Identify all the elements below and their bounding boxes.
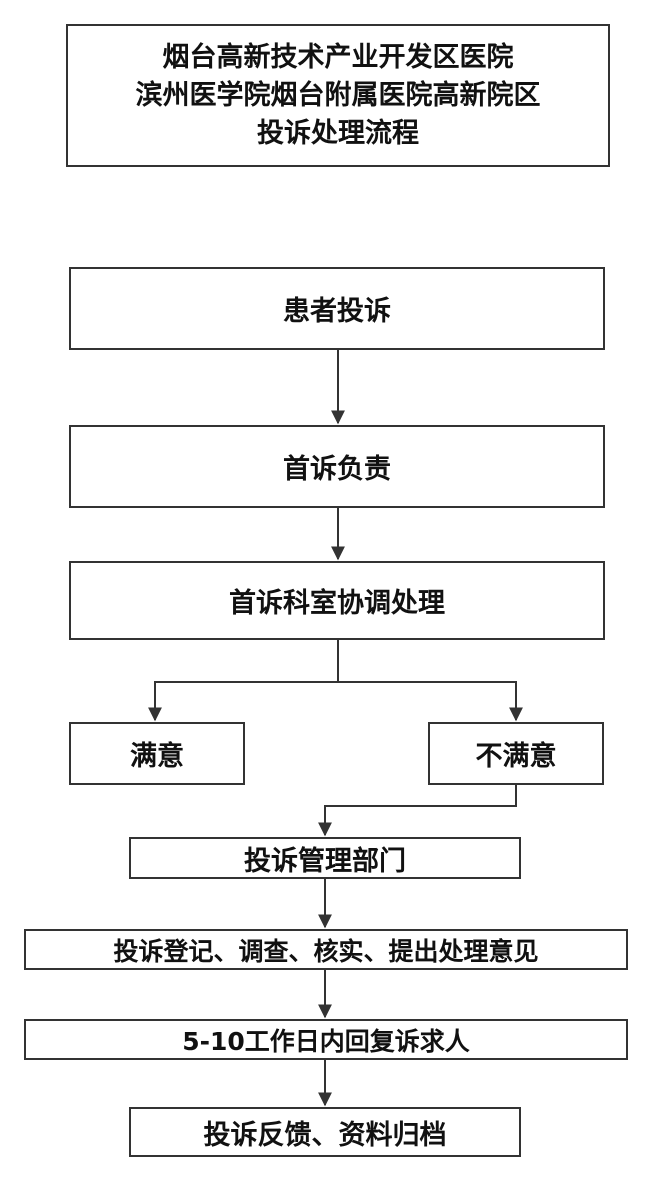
node-first-responsible: 首诉负责 bbox=[69, 425, 605, 508]
node-satisfied: 满意 bbox=[69, 722, 245, 785]
node-patient-complaint-label: 患者投诉 bbox=[283, 296, 391, 327]
node-unsatisfied: 不满意 bbox=[428, 722, 604, 785]
node-satisfied-label: 满意 bbox=[130, 741, 184, 772]
node-first-responsible-label: 首诉负责 bbox=[283, 454, 391, 485]
title-line-hospital: 烟台高新技术产业开发区医院 bbox=[162, 41, 514, 73]
arrow-unsatisfied-to-management bbox=[318, 785, 517, 837]
branch-line-right bbox=[338, 681, 523, 722]
node-reply-label: 5-10工作日内回复诉求人 bbox=[182, 1026, 470, 1056]
node-management-dept: 投诉管理部门 bbox=[129, 837, 521, 879]
node-dept-coordination: 首诉科室协调处理 bbox=[69, 561, 605, 640]
title-line-process: 投诉处理流程 bbox=[257, 117, 419, 149]
node-dept-coordination-label: 首诉科室协调处理 bbox=[229, 588, 445, 619]
node-management-dept-label: 投诉管理部门 bbox=[244, 845, 406, 877]
node-unsatisfied-label: 不满意 bbox=[475, 741, 557, 772]
node-feedback-archive-label: 投诉反馈、资料归档 bbox=[203, 1119, 447, 1151]
node-register-investigate: 投诉登记、调查、核实、提出处理意见 bbox=[24, 929, 628, 970]
branch-line bbox=[148, 640, 339, 722]
node-patient-complaint: 患者投诉 bbox=[69, 267, 605, 350]
flowchart-title: 烟台高新技术产业开发区医院 滨州医学院烟台附属医院高新院区 投诉处理流程 bbox=[66, 24, 610, 167]
node-register-investigate-label: 投诉登记、调查、核实、提出处理意见 bbox=[113, 936, 539, 966]
node-reply: 5-10工作日内回复诉求人 bbox=[24, 1019, 628, 1060]
node-feedback-archive: 投诉反馈、资料归档 bbox=[129, 1107, 521, 1157]
title-line-campus: 滨州医学院烟台附属医院高新院区 bbox=[135, 79, 541, 111]
